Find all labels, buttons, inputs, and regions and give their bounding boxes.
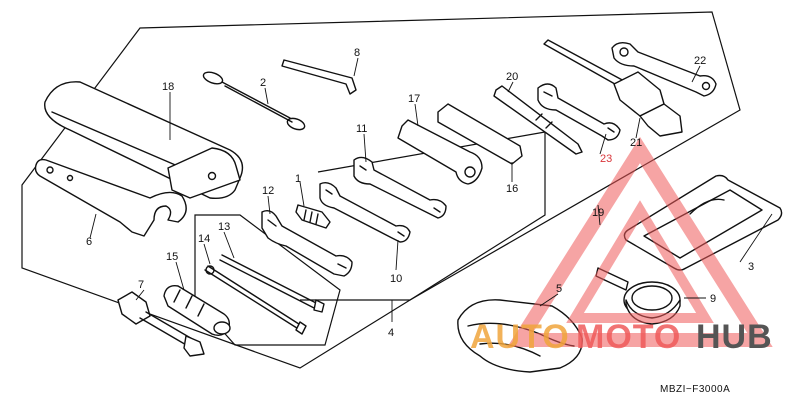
screwdriver-shaft-13 — [219, 254, 325, 313]
ring-wrench-22 — [611, 41, 717, 97]
callout-19: 19 — [592, 207, 604, 219]
flat-bar-17 — [397, 119, 483, 185]
callout-8: 8 — [354, 47, 360, 59]
callout-17: 17 — [408, 93, 420, 105]
screwdriver-shaft-14 — [204, 265, 307, 335]
callout-14: 14 — [198, 233, 210, 245]
wrench-10 — [319, 181, 411, 243]
callout-20: 20 — [506, 71, 518, 83]
callout-21: 21 — [630, 137, 642, 149]
socket-wrench-21 — [543, 39, 683, 137]
watermark-hub: HUB — [696, 318, 773, 356]
callout-6: 6 — [86, 236, 92, 248]
callout-9: 9 — [710, 293, 716, 305]
flat-bar-16 — [437, 103, 523, 165]
pin-tool — [202, 71, 306, 131]
callout-23: 23 — [600, 153, 612, 165]
bit-holder — [295, 204, 331, 229]
leader-lines — [89, 57, 773, 322]
subkit-wrench-outline — [300, 131, 546, 301]
callout-13: 13 — [218, 221, 230, 233]
watermark-triangle — [507, 136, 773, 347]
callout-1: 1 — [295, 173, 301, 185]
hex-key — [281, 59, 357, 95]
watermark-moto: MOTO — [576, 318, 681, 356]
screwdriver-20 — [493, 85, 583, 155]
callout-2: 2 — [260, 77, 266, 89]
wrench-11 — [353, 156, 447, 219]
wrench-12 — [261, 209, 353, 277]
wrench-23 — [537, 83, 621, 141]
callout-16: 16 — [506, 183, 518, 195]
watermark-auto: AUTO — [470, 318, 570, 356]
callout-5: 5 — [556, 283, 562, 295]
extension-bar-7 — [117, 291, 205, 357]
kit-outline — [21, 11, 741, 369]
callout-4: 4 — [388, 327, 394, 339]
callout-12: 12 — [262, 185, 274, 197]
screwdriver-handle-15 — [163, 285, 231, 337]
tool-bag — [44, 81, 244, 200]
callout-11: 11 — [356, 123, 367, 135]
callout-7: 7 — [138, 279, 144, 291]
callout-3: 3 — [748, 261, 754, 273]
callout-15: 15 — [166, 251, 178, 263]
hook-spanner — [34, 158, 187, 237]
callout-18: 18 — [162, 81, 174, 93]
callout-22: 22 — [694, 55, 706, 67]
callout-10: 10 — [390, 273, 402, 285]
diagram-part-code: MBZI−F3000A — [660, 384, 730, 395]
